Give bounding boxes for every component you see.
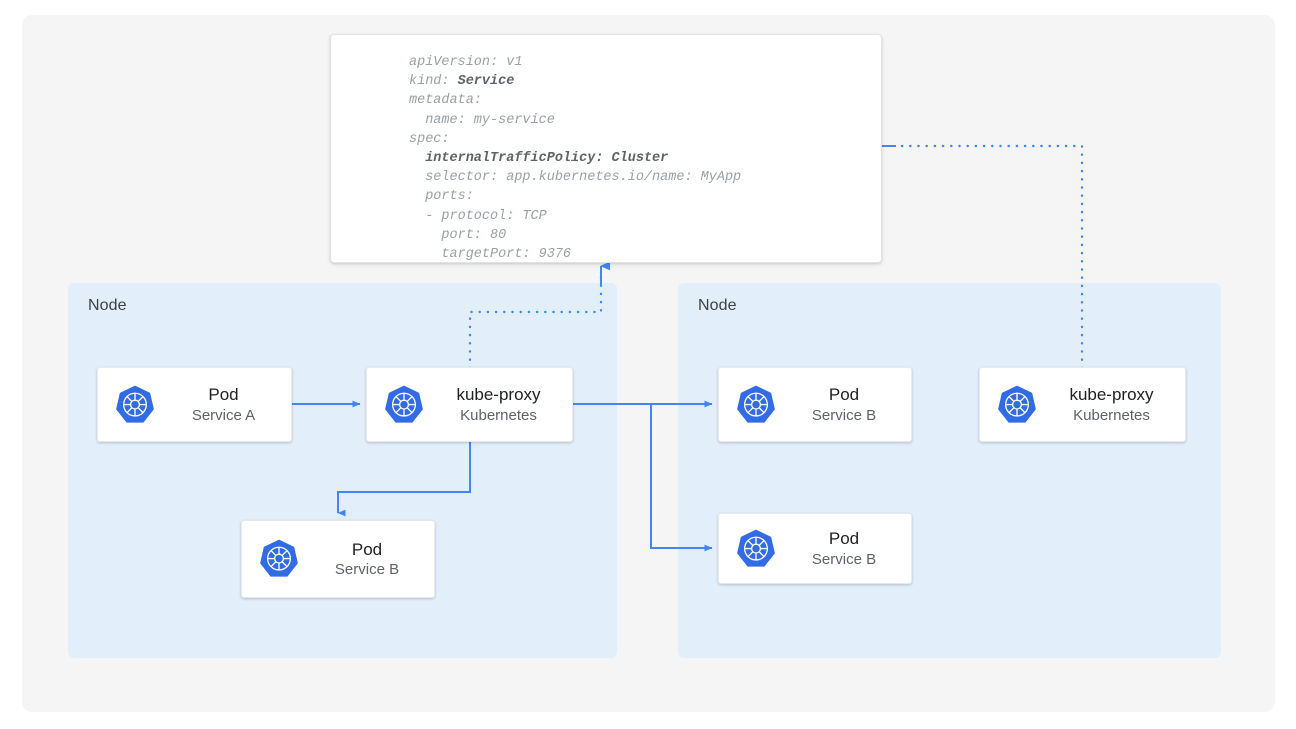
card-title: kube-proxy [1069,385,1154,405]
card-subtitle: Service B [811,406,877,424]
kubernetes-icon [737,385,775,423]
card-subtitle: Service B [811,550,877,568]
service-manifest-panel: apiVersion: v1 kind: Service metadata: n… [330,34,882,263]
card-text: Pod Service B [300,539,434,580]
node-label-left: Node [88,297,127,314]
card-pod-service-a[interactable]: Pod Service A [97,367,292,442]
card-title: Pod [351,539,383,559]
card-kube-proxy-left[interactable]: kube-proxy Kubernetes [366,367,573,442]
kubernetes-icon [385,385,423,423]
card-pod-service-b-right-bottom[interactable]: Pod Service B [718,513,912,584]
card-title: kube-proxy [456,385,541,405]
kubernetes-icon [116,385,154,423]
card-text: kube-proxy Kubernetes [1038,384,1185,425]
card-subtitle: Service B [334,561,400,579]
card-subtitle: Kubernetes [1073,406,1150,424]
card-text: kube-proxy Kubernetes [425,384,572,425]
card-title: Pod [208,385,239,405]
card-pod-service-b-left[interactable]: Pod Service B [241,520,435,598]
node-container-left: Node [68,283,617,658]
kubernetes-icon [998,385,1036,423]
card-kube-proxy-right[interactable]: kube-proxy Kubernetes [979,367,1186,442]
card-text: Pod Service A [156,384,291,425]
node-container-right: Node [678,283,1221,658]
card-text: Pod Service B [777,528,911,569]
card-title: Pod [828,529,860,549]
card-title: Pod [828,385,860,405]
service-manifest-code: apiVersion: v1 kind: Service metadata: n… [409,55,742,263]
card-text: Pod Service B [777,384,911,425]
kubernetes-icon [260,539,298,577]
node-label-right: Node [698,297,737,314]
card-subtitle: Service A [191,406,256,424]
card-pod-service-b-right-top[interactable]: Pod Service B [718,367,912,442]
kubernetes-icon [737,529,775,567]
card-subtitle: Kubernetes [460,406,537,424]
